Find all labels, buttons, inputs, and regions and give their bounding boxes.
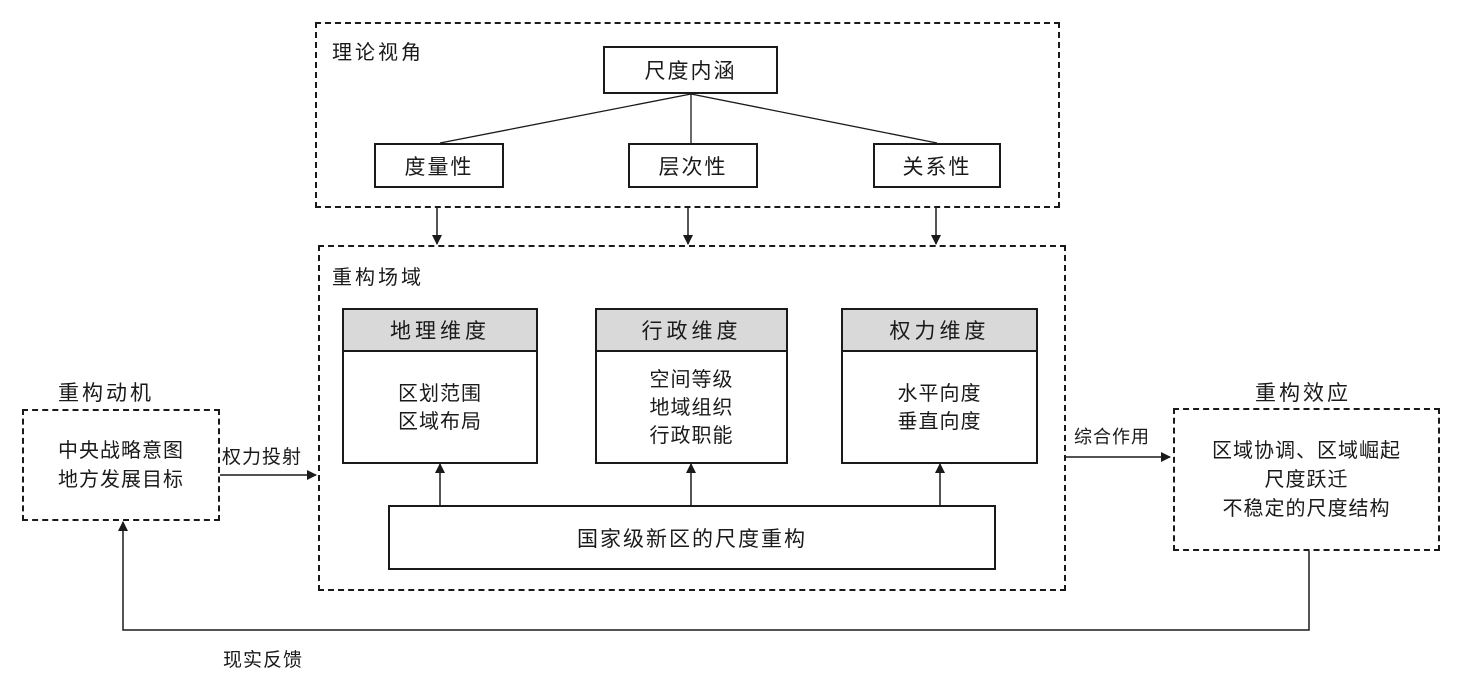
dimension-power-title: 权力维度 <box>843 310 1036 352</box>
motive-title: 重构动机 <box>58 381 154 405</box>
theory-root-node: 尺度内涵 <box>603 46 778 94</box>
field-title: 重构场域 <box>332 265 424 289</box>
power-projection-label: 权力投射 <box>222 446 303 468</box>
motive-item: 地方发展目标 <box>58 467 184 491</box>
theory-frame <box>315 22 1060 208</box>
effect-box: 区域协调、区域崛起 尺度跃迁 不稳定的尺度结构 <box>1173 408 1440 551</box>
dimension-geography-title: 地理维度 <box>344 310 536 352</box>
effect-item: 不稳定的尺度结构 <box>1222 496 1391 520</box>
dimension-item: 区划范围 <box>398 381 482 405</box>
dimension-item: 空间等级 <box>649 367 734 391</box>
effect-title: 重构效应 <box>1255 381 1351 405</box>
dimension-administration-title: 行政维度 <box>597 310 786 352</box>
dimension-geography: 地理维度 区划范围 区域布局 <box>342 308 538 464</box>
motive-box: 中央战略意图 地方发展目标 <box>22 409 220 521</box>
dimension-item: 行政职能 <box>649 423 734 447</box>
dimension-geography-items: 区划范围 区域布局 <box>344 352 536 462</box>
combined-effect-label: 综合作用 <box>1074 427 1150 448</box>
tree-line-left <box>439 93 692 144</box>
theory-title: 理论视角 <box>332 40 424 64</box>
dimension-power-items: 水平向度 垂直向度 <box>843 352 1036 462</box>
theory-node-measure: 度量性 <box>374 143 504 188</box>
field-frame <box>318 245 1066 591</box>
effect-item: 区域协调、区域崛起 <box>1212 438 1401 462</box>
field-base-node: 国家级新区的尺度重构 <box>388 505 996 570</box>
dimension-administration-items: 空间等级 地域组织 行政职能 <box>597 352 786 462</box>
theory-node-relation: 关系性 <box>873 143 1001 188</box>
motive-item: 中央战略意图 <box>58 438 184 462</box>
dimension-item: 地域组织 <box>649 395 734 419</box>
effect-item: 尺度跃迁 <box>1264 467 1349 491</box>
dimension-power: 权力维度 水平向度 垂直向度 <box>841 308 1038 464</box>
tree-line-right <box>690 93 938 144</box>
dimension-item: 垂直向度 <box>897 409 982 433</box>
dimension-item: 区域布局 <box>398 409 482 433</box>
dimension-item: 水平向度 <box>897 381 982 405</box>
arrow-feedback <box>118 521 1310 631</box>
feedback-label: 现实反馈 <box>223 649 304 671</box>
dimension-administration: 行政维度 空间等级 地域组织 行政职能 <box>595 308 788 464</box>
theory-node-hierarchy: 层次性 <box>628 143 758 188</box>
